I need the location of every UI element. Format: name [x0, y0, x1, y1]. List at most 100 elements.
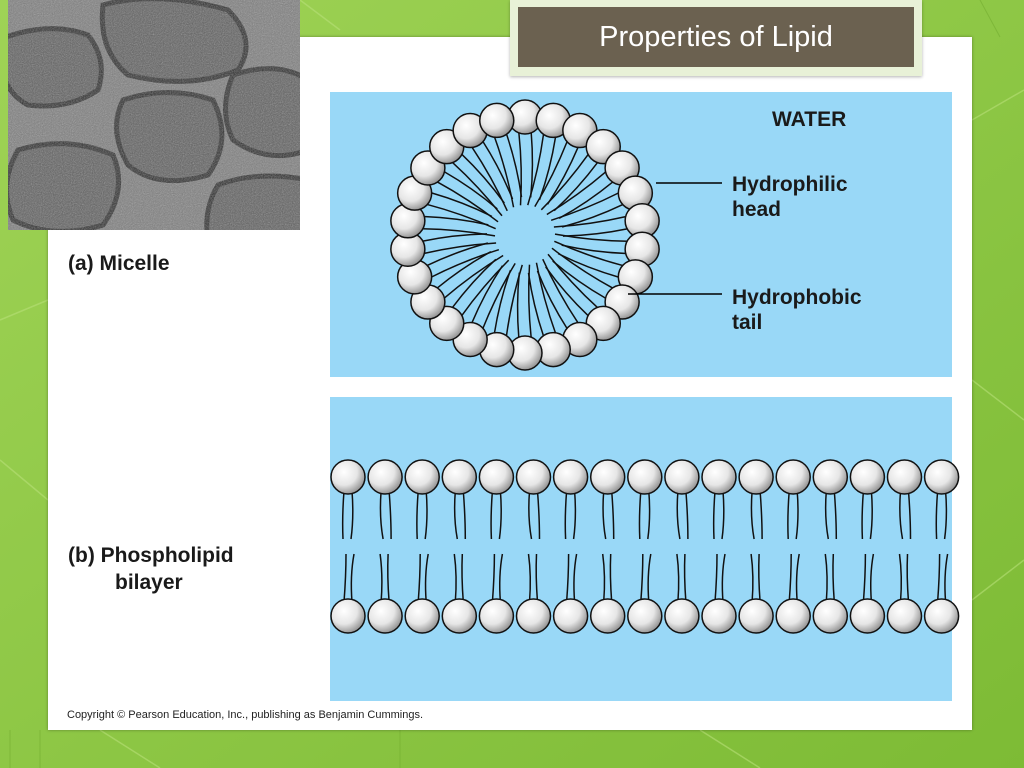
hydrophilic-head	[775, 459, 811, 495]
hydrophobic-tail	[554, 233, 628, 243]
hydrophobic-tail	[685, 490, 689, 540]
hydrophobic-tail	[561, 244, 627, 255]
hydrophilic-head	[330, 598, 366, 634]
hydrophilic-head	[849, 459, 886, 495]
hydrophilic-head	[478, 459, 515, 495]
hydrophilic-head	[515, 459, 552, 495]
bilayer-label: (b) Phospholipid bilayer	[68, 542, 234, 596]
bilayer-water-panel	[330, 397, 952, 701]
hydrophilic-head	[664, 598, 700, 634]
hydrophobic-tail	[565, 553, 570, 603]
copyright-text: Copyright © Pearson Education, Inc., pub…	[67, 709, 424, 721]
hydrophobic-tail	[861, 490, 865, 540]
hydrophobic-tail	[527, 264, 532, 338]
hydrophilic-head-label-line1: Hydrophilic	[732, 173, 848, 196]
hydrophilic-head	[923, 598, 960, 634]
hydrophilic-head	[515, 598, 552, 634]
hydrophobic-tail	[451, 258, 497, 309]
hydrophilic-head	[923, 459, 960, 495]
hydrophobic-tail	[534, 140, 569, 208]
hydrophobic-tail	[676, 553, 680, 603]
hydrophobic-tail	[564, 490, 568, 540]
hydrophobic-tail	[460, 259, 510, 317]
hydrophobic-tail	[490, 490, 494, 540]
hydrophobic-tail	[869, 553, 875, 603]
hydrophobic-tail	[535, 262, 557, 334]
hydrophilic-head	[812, 459, 849, 495]
hydrophobic-tail	[341, 490, 345, 540]
hydrophilic-head	[886, 598, 923, 634]
hydrophobic-tail	[869, 490, 873, 540]
hydrophobic-tail	[551, 247, 614, 289]
hydrophobic-tail	[787, 490, 790, 540]
hydrophilic-head	[552, 459, 589, 495]
hydrophobic-tail	[721, 553, 726, 603]
hydrophobic-tail	[943, 490, 948, 540]
hydrophobic-tail-label-line1: Hydrophobic	[732, 286, 862, 309]
hydrophobic-tail	[601, 553, 606, 603]
hydrophilic-head	[775, 598, 811, 634]
hydrophobic-tail	[833, 490, 838, 540]
hydrophobic-tail	[824, 490, 830, 540]
hydrophobic-tail	[795, 553, 800, 603]
hydrophobic-tail	[907, 490, 912, 540]
hydrophobic-tail	[676, 490, 681, 540]
hydrophobic-tail	[518, 132, 523, 206]
hydrophobic-tail	[759, 490, 763, 540]
hydrophobic-tail	[573, 553, 578, 603]
hydrophilic-head	[701, 598, 737, 634]
hydrophilic-head	[404, 459, 440, 495]
hydrophobic-tail	[554, 240, 624, 267]
hydrophobic-tail-label: Hydrophobic tail	[732, 285, 862, 335]
hydrophobic-tail	[424, 553, 429, 603]
micelle	[390, 99, 660, 371]
hydrophobic-tail	[553, 161, 599, 212]
hydrophobic-tail	[832, 553, 836, 603]
hydrophobic-tail	[824, 553, 828, 603]
hydrophobic-tail	[602, 490, 607, 540]
hydrophobic-tail	[424, 490, 428, 540]
hydrophobic-tail	[460, 153, 505, 204]
hydrophobic-tail	[712, 490, 716, 540]
hydrophilic-head	[589, 598, 626, 634]
hydrophobic-tail	[540, 153, 590, 211]
hydrophobic-tail	[388, 490, 392, 540]
hydrophilic-head	[812, 598, 849, 634]
hydrophobic-tail	[498, 553, 504, 603]
hydrophobic-tail	[545, 266, 590, 317]
hydrophobic-tail	[471, 146, 508, 212]
hydrophobic-tail	[795, 490, 799, 540]
hydrophilic-head	[738, 598, 774, 634]
hydrophobic-tail	[550, 192, 620, 222]
hydrophilic-head	[441, 459, 478, 495]
hydrophobic-tail	[647, 553, 652, 603]
hydrophobic-tail	[481, 262, 516, 330]
micrograph-photo	[8, 0, 300, 230]
hydrophobic-tail	[430, 248, 500, 278]
hydrophobic-tail	[387, 553, 390, 603]
hydrophilic-head	[589, 459, 626, 495]
hydrophobic-tail	[417, 553, 421, 603]
hydrophobic-tail	[453, 553, 457, 603]
hydrophobic-tail	[422, 233, 488, 242]
hydrophobic-tail	[944, 553, 949, 603]
hydrophobic-tail	[416, 490, 419, 540]
hydrophilic-head	[886, 459, 923, 495]
hydrophobic-tail	[610, 490, 615, 540]
hydrophobic-tail	[350, 553, 355, 603]
hydrophilic-head	[738, 459, 774, 495]
hydrophobic-tail	[451, 161, 503, 217]
hydrophobic-tail	[505, 133, 523, 198]
hydrophobic-tail	[426, 203, 496, 230]
hydrophobic-tail	[461, 553, 465, 603]
hydrophobic-tail	[750, 490, 755, 540]
hydrophobic-tail	[553, 215, 627, 228]
hydrophobic-tail-label-line2: tail	[732, 311, 763, 334]
hydrophilic-head	[664, 459, 700, 495]
hydrophilic-head	[479, 102, 515, 139]
hydrophobic-tail	[609, 553, 613, 603]
hydrophobic-tail	[535, 553, 539, 603]
hydrophobic-tail	[935, 490, 939, 540]
hydrophobic-tail	[647, 490, 651, 540]
